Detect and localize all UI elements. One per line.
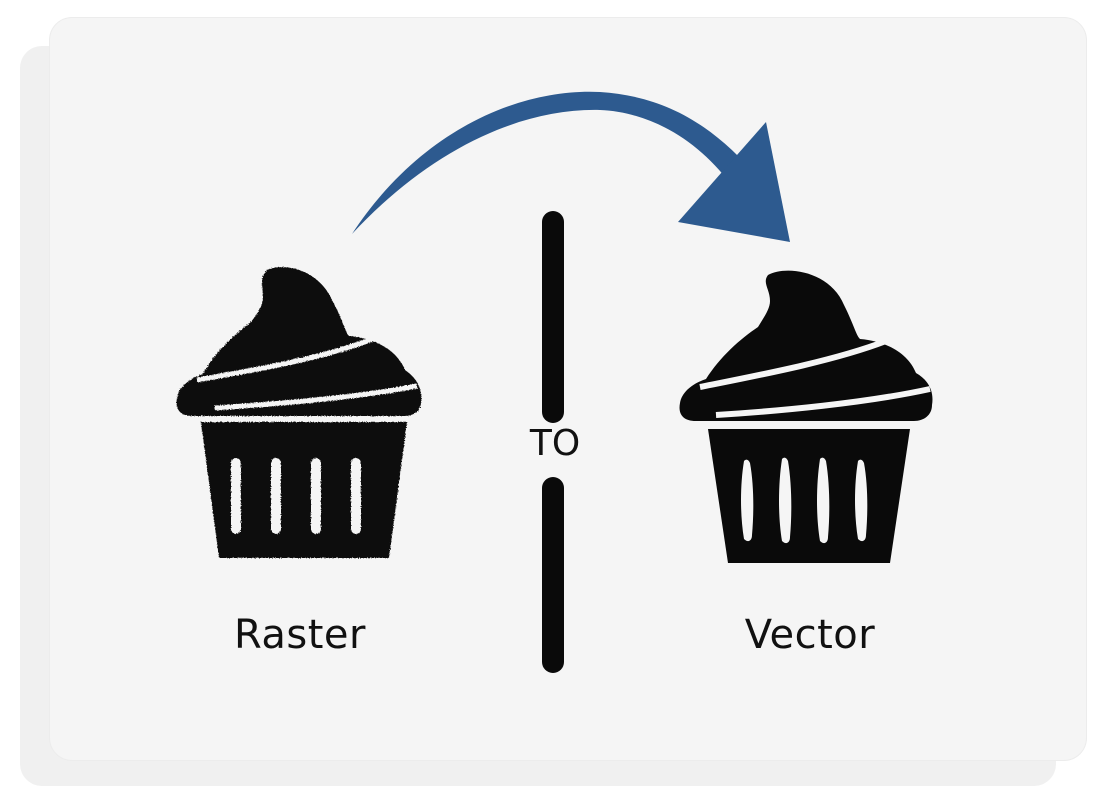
vector-label: Vector xyxy=(744,612,876,658)
cupcake-icon xyxy=(679,270,933,563)
cupcake-icon xyxy=(176,267,422,558)
curved-arrow-icon xyxy=(352,91,790,242)
divider-label: TO xyxy=(529,423,581,464)
raster-label: Raster xyxy=(233,612,366,658)
